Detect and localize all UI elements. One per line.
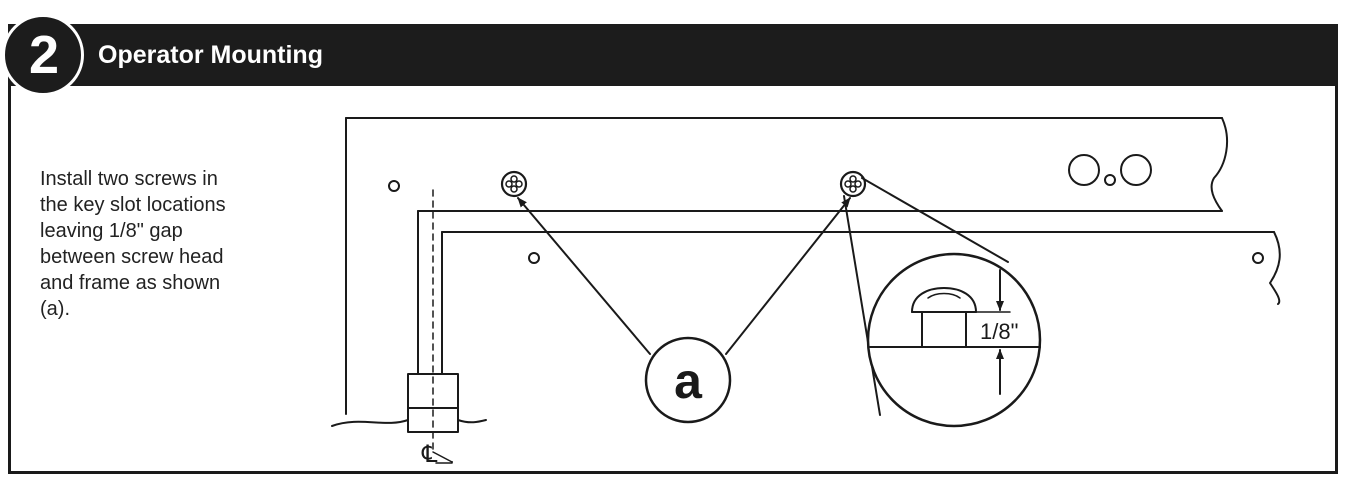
- instruction-text: Install two screws in the key slot locat…: [40, 166, 310, 322]
- operator-frame: [331, 117, 1281, 427]
- instruction-line: Install two screws in: [40, 168, 218, 190]
- detail-screw-profile: [869, 269, 1041, 395]
- instruction-line: the key slot locations: [40, 194, 226, 216]
- step-number-badge: 2: [2, 14, 84, 96]
- instruction-line: leaving 1/8" gap: [40, 220, 183, 242]
- large-hole: [1120, 154, 1152, 186]
- large-hole: [1068, 154, 1100, 186]
- hole: [528, 252, 540, 264]
- screw-right: [839, 170, 867, 198]
- hole: [388, 180, 400, 192]
- bracket-block: [407, 373, 459, 433]
- centerline-assembly: [407, 189, 459, 463]
- step-number: 2: [28, 25, 60, 85]
- callout-a: [517, 197, 851, 424]
- hole: [1252, 252, 1264, 264]
- step-title: Operator Mounting: [98, 41, 323, 69]
- small-hole: [1104, 174, 1116, 186]
- instruction-line: (a).: [40, 298, 70, 320]
- instruction-line: and frame as shown: [40, 272, 221, 294]
- centerline-symbol: ℄: [421, 441, 438, 468]
- step-header-bar: [8, 24, 1338, 86]
- detail-magnifier: [843, 177, 1042, 428]
- screw-left: [500, 170, 528, 198]
- instruction-line: between screw head: [40, 246, 224, 268]
- callout-label: a: [674, 353, 703, 409]
- gap-dimension-label: 1/8": [980, 319, 1018, 344]
- mounting-holes: [388, 154, 1264, 264]
